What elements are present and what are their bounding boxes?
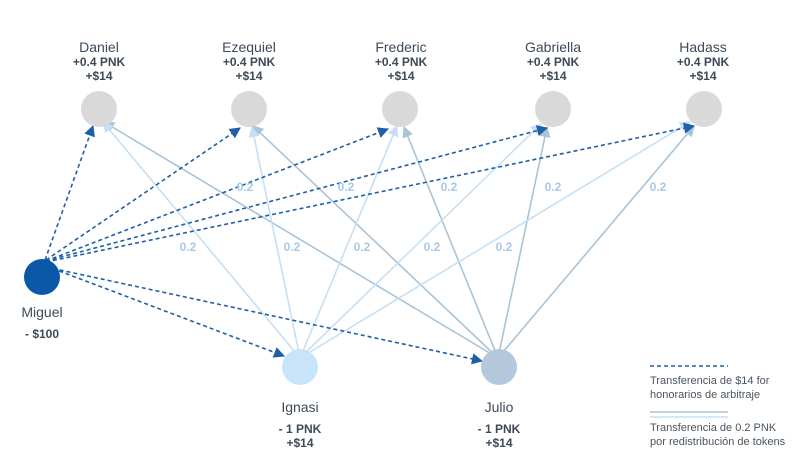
edge-label: 0.2 xyxy=(338,180,355,194)
juror-ignasi: Ignasi - 1 PNK +$14 xyxy=(279,349,322,450)
fee-edge-miguel-ignasi xyxy=(45,265,286,358)
juror-julio: Julio - 1 PNK +$14 xyxy=(478,349,521,450)
juror-ezequiel: Ezequiel +0.4 PNK +$14 xyxy=(222,39,276,127)
juror-name: Daniel xyxy=(79,39,119,55)
juror-node xyxy=(282,349,318,385)
juror-hadass: Hadass +0.4 PNK +$14 xyxy=(677,39,730,127)
juror-node xyxy=(81,91,117,127)
edge-label: 0.2 xyxy=(284,240,301,254)
legend-token-label-line2: por redistribución de tokens xyxy=(650,436,786,448)
token-edges-from-ignasi xyxy=(102,121,691,359)
fee-edge-miguel-julio xyxy=(45,266,484,365)
juror-usd-change: +$14 xyxy=(689,69,716,83)
juror-pnk-change: +0.4 PNK xyxy=(223,55,276,69)
juror-usd-change: +$14 xyxy=(539,69,566,83)
edge-label: 0.2 xyxy=(441,180,458,194)
legend-fee-label-line2: honorarios de arbitraje xyxy=(650,389,760,401)
juror-name: Julio xyxy=(485,399,514,415)
juror-name: Hadass xyxy=(679,39,726,55)
juror-pnk-change: - 1 PNK xyxy=(478,422,521,436)
juror-gabriella: Gabriella +0.4 PNK +$14 xyxy=(525,39,581,127)
juror-daniel: Daniel +0.4 PNK +$14 xyxy=(73,39,126,127)
juror-usd-change: +$14 xyxy=(85,69,112,83)
edge-labels: 0.2 0.2 0.2 0.2 0.2 0.2 0.2 0.2 0.2 0.2 xyxy=(180,180,667,254)
edge-label: 0.2 xyxy=(496,240,513,254)
legend-token-label-line1: Transferencia de 0.2 PNK xyxy=(650,422,777,434)
juror-node xyxy=(535,91,571,127)
legend: Transferencia de $14 for honorarios de a… xyxy=(650,365,786,448)
payer-name: Miguel xyxy=(21,304,62,320)
fee-edge-miguel-daniel xyxy=(44,124,95,261)
juror-name: Frederic xyxy=(375,39,426,55)
fee-edges-from-miguel xyxy=(44,122,696,365)
token-edge-julio-gabriella xyxy=(497,125,551,359)
token-edge-julio-daniel xyxy=(103,121,499,359)
juror-usd-change: +$14 xyxy=(286,436,313,450)
fee-edge-miguel-hadass xyxy=(45,122,696,263)
payer-miguel: Miguel - $100 xyxy=(21,259,63,341)
edge-label: 0.2 xyxy=(545,180,562,194)
juror-usd-change: +$14 xyxy=(485,436,512,450)
fee-edge-miguel-gabriella xyxy=(45,125,549,262)
juror-usd-change: +$14 xyxy=(235,69,262,83)
token-edge-julio-hadass xyxy=(497,125,695,359)
juror-pnk-change: - 1 PNK xyxy=(279,422,322,436)
juror-pnk-change: +0.4 PNK xyxy=(73,55,126,69)
juror-node xyxy=(686,91,722,127)
juror-node xyxy=(231,91,267,127)
juror-name: Ezequiel xyxy=(222,39,276,55)
token-edge-ignasi-ezequiel xyxy=(248,125,301,359)
legend-fee-label-line1: Transferencia de $14 for xyxy=(650,375,770,387)
token-edge-ignasi-hadass xyxy=(299,121,691,359)
token-edges-from-julio xyxy=(103,121,695,359)
edge-label: 0.2 xyxy=(354,240,371,254)
token-edge-ignasi-daniel xyxy=(102,121,301,359)
fee-edge-miguel-ezequiel xyxy=(45,127,241,261)
fee-edge-miguel-frederic xyxy=(45,127,390,262)
juror-name: Gabriella xyxy=(525,39,581,55)
juror-pnk-change: +0.4 PNK xyxy=(375,55,428,69)
edge-label: 0.2 xyxy=(180,240,197,254)
token-edge-ignasi-gabriella xyxy=(299,123,542,359)
juror-frederic: Frederic +0.4 PNK +$14 xyxy=(375,39,428,127)
juror-usd-change: +$14 xyxy=(387,69,414,83)
juror-node xyxy=(481,349,517,385)
token-edge-julio-frederic xyxy=(402,125,499,359)
juror-pnk-change: +0.4 PNK xyxy=(527,55,580,69)
token-edge-julio-ezequiel xyxy=(252,125,499,359)
edge-label: 0.2 xyxy=(424,240,441,254)
token-edge-ignasi-frederic xyxy=(299,124,399,359)
juror-pnk-change: +0.4 PNK xyxy=(677,55,730,69)
edge-label: 0.2 xyxy=(237,180,254,194)
payer-node xyxy=(24,259,60,295)
edge-label: 0.2 xyxy=(650,180,667,194)
juror-name: Ignasi xyxy=(281,399,318,415)
juror-node xyxy=(382,91,418,127)
payer-amount: - $100 xyxy=(25,327,59,341)
